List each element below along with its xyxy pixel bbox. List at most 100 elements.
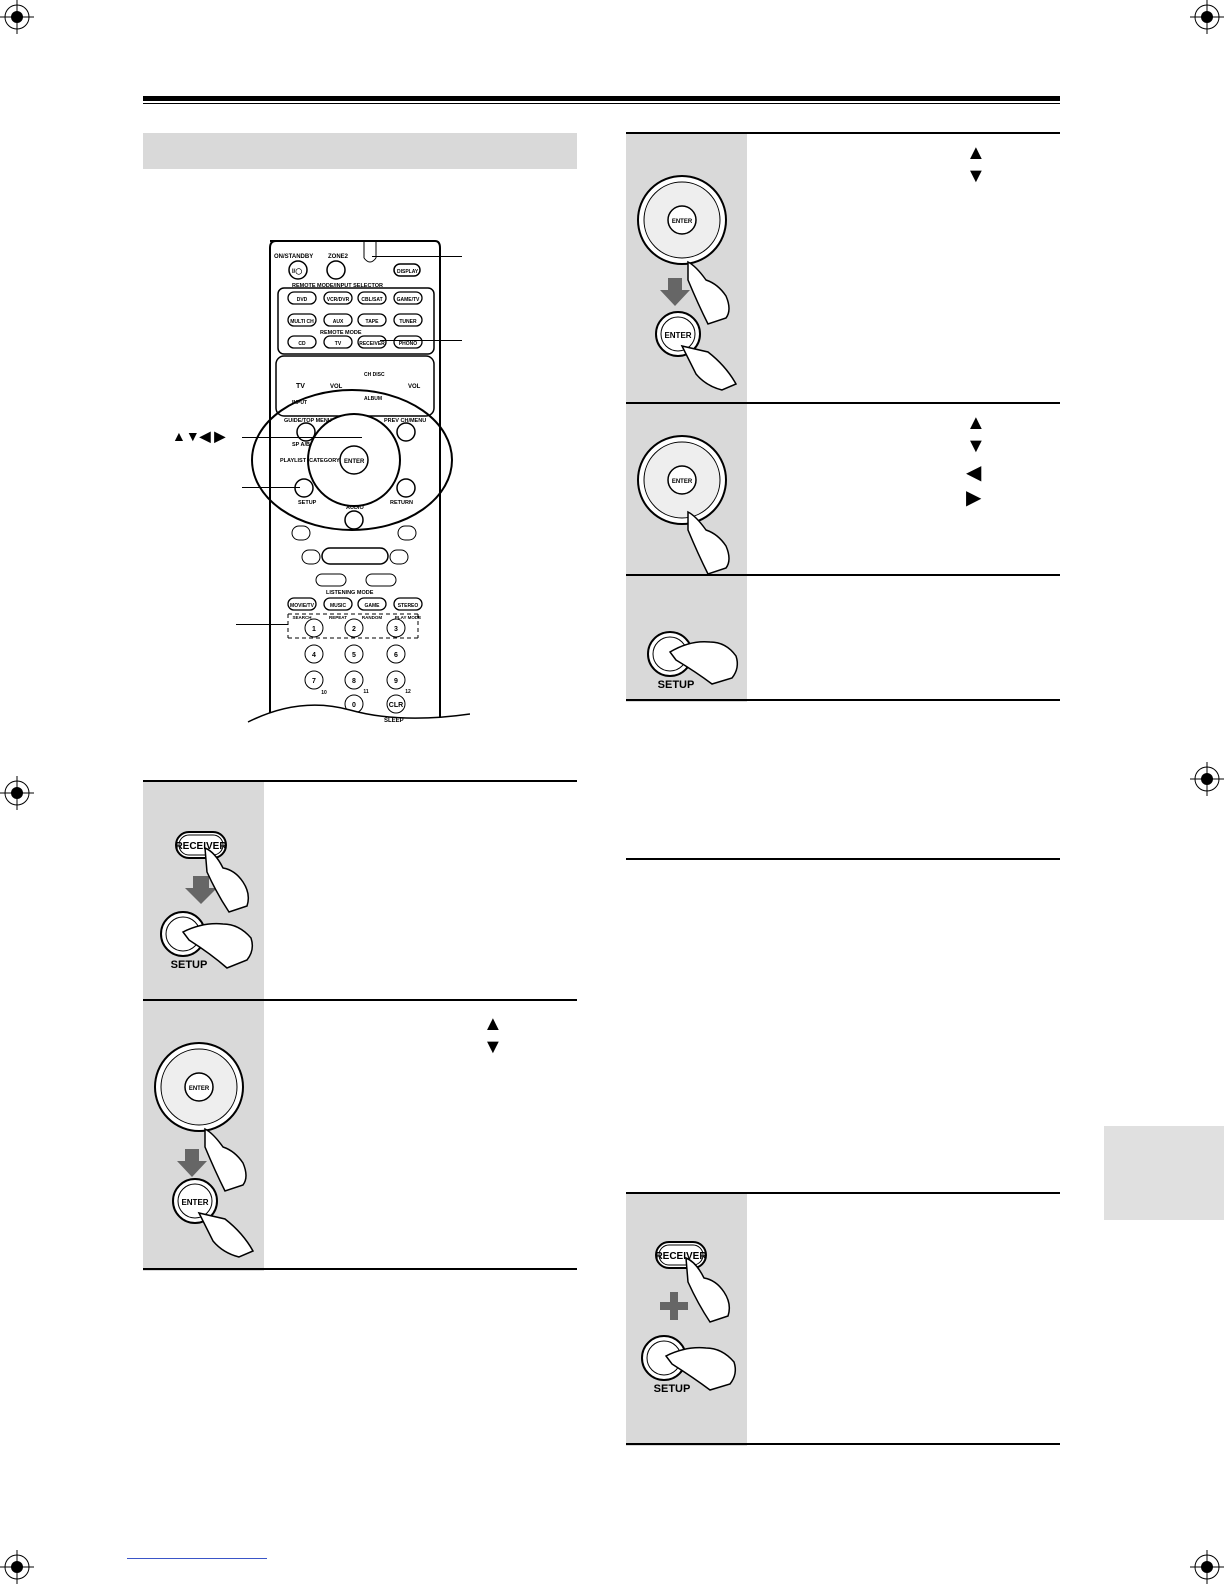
remote-vol-label-2: VOL [408,384,421,390]
receiver-button: RECEIVER [655,1251,707,1262]
callout-line [236,624,288,625]
remote-display-label: DISPLAY [397,269,419,275]
input-button [323,291,353,305]
remote-setup-label: SETUP [298,500,317,506]
listening-mode-button-label: MUSIC [330,603,347,609]
up-down-arrows: ▲ ▼ [483,1013,523,1058]
input-button-label: TV [335,341,342,347]
input-button [323,313,353,327]
setup-label: SETUP [658,679,695,691]
number-key-label: 3 [394,626,398,633]
receiver-plus-setup-illustration: RECEIVER SETUP [641,1241,737,1395]
input-button [357,313,387,327]
receiver-button: RECEIVER [175,841,227,852]
number-key-label: 7 [312,678,316,685]
enter-button-label: ENTER [189,1086,210,1092]
number-key-label: 6 [394,652,398,659]
setup-label: SETUP [654,1383,691,1395]
header-rule-thick [143,96,1060,101]
left-right-arrows: ◀ ▶ [966,462,1002,509]
section-heading-bar [143,133,577,169]
listening-sub-label: SEARCH [292,615,311,620]
step-panel-left-2: ENTER ENTER ▲ ▼ [143,999,577,1271]
listening-mode-button [393,597,423,611]
input-button [357,291,387,305]
listening-mode-button [323,597,353,611]
registration-mark-icon [0,0,34,34]
input-button-label: GAME/TV [397,297,420,303]
remote-audio-label: AUDIO [346,505,364,511]
remote-tv-label: TV [296,383,305,390]
input-button [393,335,423,349]
number-key-label: 12 [405,689,411,695]
remote-listening-header: LISTENING MODE [326,590,374,596]
remote-enter-label: ENTER [344,459,365,465]
number-key-label: 4 [312,652,316,659]
setup-button-illustration: SETUP [647,631,739,691]
enter-button-label-2: ENTER [664,331,691,340]
number-key-label: 2 [352,626,356,633]
remote-selector-header: REMOTE MODE/INPUT SELECTOR [292,283,383,289]
arrow-keys-label: ▲▼◀ ▶ [172,428,226,444]
step-bottom-rule [143,1268,577,1270]
arrow-keys-illustration: ENTER [637,435,730,575]
number-key-label: 8 [352,678,356,685]
enter-button-label: ENTER [672,479,693,485]
listening-sub-label: REPEAT [329,615,347,620]
remote-sleep-label: SLEEP [384,718,404,724]
input-button-label: CBL/SAT [361,297,382,303]
listening-sub-label: PLAY MODE [395,615,421,620]
registration-mark-icon [1190,0,1224,34]
footer-link-underline [127,1558,267,1559]
registration-mark-icon [0,1550,34,1584]
callout-line [242,487,300,488]
number-key-label: 5 [352,652,356,659]
remote-sp-label: SP A/B [292,442,310,448]
remote-zone2-label: ZONE2 [328,254,349,260]
enter-button-label: ENTER [672,219,693,225]
step-illustration-panel [626,1194,747,1446]
input-button-label: MULTI CH [290,319,314,325]
number-key-label: 1 [312,626,316,633]
input-button-label: TAPE [366,319,380,325]
remote-album-label: ALBUM [364,396,382,402]
remote-prev-label: PREV CH/MENU [384,418,426,424]
registration-mark-icon [0,776,34,810]
remote-input-label: INPUT [292,400,307,406]
remote-mode-header: REMOTE MODE [320,330,362,336]
step-panel-right-1: ENTER ENTER ▲ ▼ [626,132,1060,404]
number-key-label: 11 [363,689,369,695]
step-panel-right-3: SETUP [626,574,1060,702]
arrow-then-enter-illustration: ENTER ENTER [154,1042,255,1258]
callout-line [242,437,362,438]
listening-mode-button-label: MOVIE/TV [290,603,315,609]
remote-return-label: RETURN [390,500,413,506]
number-key-label: 9 [394,678,398,685]
input-button [287,313,317,327]
step-bottom-rule [626,1443,1060,1445]
input-button [393,291,423,305]
step-bottom-rule [626,699,1060,701]
remote-playlist-label: PLAYLIST /CATEGORY [280,458,340,464]
number-key-label: 10 [321,690,327,696]
arrow-then-enter-illustration: ENTER ENTER [637,175,738,391]
remote-vol-label: VOL [330,384,343,390]
remote-guide-label: GUIDE/TOP MENU [284,418,332,424]
input-button-label: RECEIVER [359,341,385,347]
input-button-label: CD [298,341,306,347]
callout-line [380,340,462,341]
listening-mode-button [287,597,317,611]
remote-on-standby-label: ON/STANDBY [274,254,313,260]
remote-ch-disc-label: CH DISC [364,372,385,378]
up-down-arrows: ▲ ▼ [966,412,1006,457]
input-button-label: VCR/DVR [327,297,350,303]
registration-mark-icon [1190,1550,1224,1584]
step-panel-right-2: ENTER ▲ ▼ ◀ ▶ [626,402,1060,576]
header-rule-thin [143,103,1060,104]
input-button [393,313,423,327]
listening-mode-button [357,597,387,611]
input-button [287,291,317,305]
step-panel-right-4: RECEIVER SETUP [626,1192,1060,1446]
listening-mode-button-label: GAME [365,603,381,609]
